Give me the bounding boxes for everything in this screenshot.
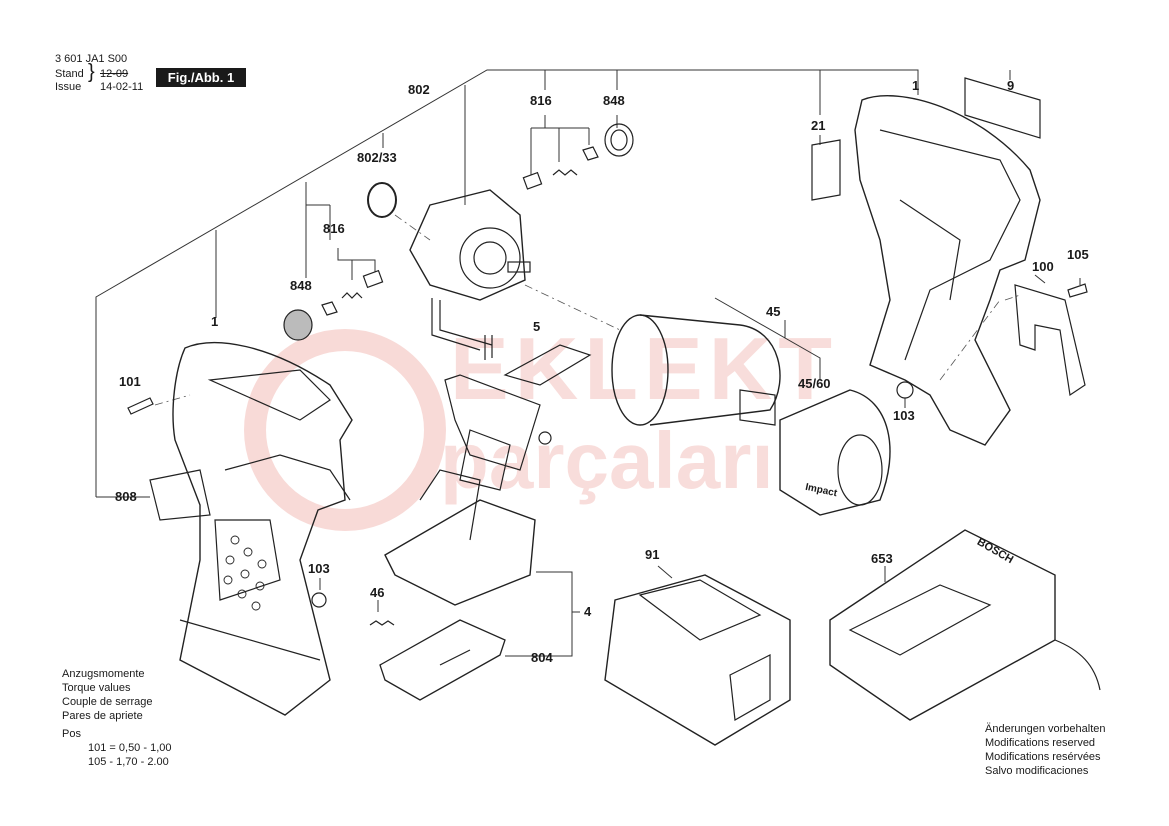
leader-lines [95, 69, 1081, 657]
issue-label: Issue [55, 81, 82, 93]
callout-100: 100 [1032, 259, 1054, 274]
housing-left-drawing [172, 342, 353, 716]
brace-icon: } [88, 61, 95, 83]
callout-808: 808 [115, 489, 137, 504]
stand-value: 12-09 [100, 68, 129, 80]
torque-row-101: 101 = 0,50 - 1,00 [88, 742, 172, 754]
watermark-line2: parçaları [440, 416, 774, 505]
impact-mechanism-drawing [611, 314, 781, 426]
bottom-plate-804-drawing [379, 619, 506, 701]
charger-drawing [829, 529, 1101, 721]
callout-4: 4 [584, 604, 592, 619]
callout-848-left: 848 [290, 278, 312, 293]
switch-cover-5-drawing [503, 344, 592, 386]
screw-101-drawing [127, 397, 154, 415]
spring-46-drawing [369, 620, 395, 626]
callout-101: 101 [119, 374, 141, 389]
alignment-lines [154, 214, 1021, 406]
torque-line-2: Torque values [62, 682, 131, 694]
modification-line-4: Salvo modificaciones [985, 765, 1089, 777]
label-808-drawing [149, 469, 211, 521]
callout-46: 46 [370, 585, 385, 600]
base-plate-drawing [384, 469, 536, 606]
motor-drawing [409, 189, 531, 360]
modification-line-3: Modifications resérvées [985, 751, 1101, 763]
figure-label: Fig./Abb. 1 [156, 68, 246, 87]
watermark-line1: EKLEKT [450, 319, 838, 418]
callout-105: 105 [1067, 247, 1089, 262]
modification-line-1: Änderungen vorbehalten [985, 723, 1106, 735]
callout-103-left: 103 [308, 561, 330, 576]
watermark-gear-icon [244, 329, 446, 531]
callout-802: 802 [408, 82, 430, 97]
callout-45: 45 [766, 304, 781, 319]
callout-5: 5 [533, 319, 541, 334]
brush-set-top-drawing [522, 123, 634, 190]
part-number: 3 601 JA1 S00 [55, 53, 128, 65]
callout-816-left: 816 [323, 221, 345, 236]
stand-label: Stand [55, 68, 84, 80]
brush-set-left-drawing [283, 269, 384, 341]
switch-electronics-drawing [444, 374, 552, 491]
label-plates-drawing [811, 77, 1041, 201]
callout-802-33: 802/33 [357, 150, 397, 165]
bit-holder-103-left-drawing [311, 592, 327, 608]
callout-1-top: 1 [912, 78, 920, 93]
torque-row-105: 105 - 1,70 - 2.00 [88, 756, 169, 768]
callout-45-60: 45/60 [798, 376, 831, 391]
callout-91: 91 [645, 547, 660, 562]
o-ring-802-33-drawing [367, 182, 397, 218]
callout-9: 9 [1007, 78, 1015, 93]
issue-value: 14-02-11 [100, 81, 144, 93]
torque-line-4: Pares de apriete [62, 710, 143, 722]
nose-cover-drawing [779, 389, 891, 516]
callout-21: 21 [811, 118, 826, 133]
callout-103-right: 103 [893, 408, 915, 423]
torque-line-1: Anzugsmomente [62, 668, 145, 680]
belt-clip-drawing [1014, 284, 1086, 397]
callout-804: 804 [531, 650, 553, 665]
housing-right-drawing [854, 95, 1041, 446]
torque-pos-label: Pos [62, 728, 81, 740]
torque-line-3: Couple de serrage [62, 696, 153, 708]
bit-holder-103-right-drawing [896, 381, 914, 399]
grip-dots-drawing [223, 535, 267, 611]
modification-line-2: Modifications reserved [985, 737, 1096, 749]
callout-816-top: 816 [530, 93, 552, 108]
callout-653: 653 [871, 551, 893, 566]
callout-1-left: 1 [211, 314, 219, 329]
battery-pack-drawing [604, 574, 791, 746]
screw-105-drawing [1067, 283, 1088, 298]
callout-848-top: 848 [603, 93, 625, 108]
